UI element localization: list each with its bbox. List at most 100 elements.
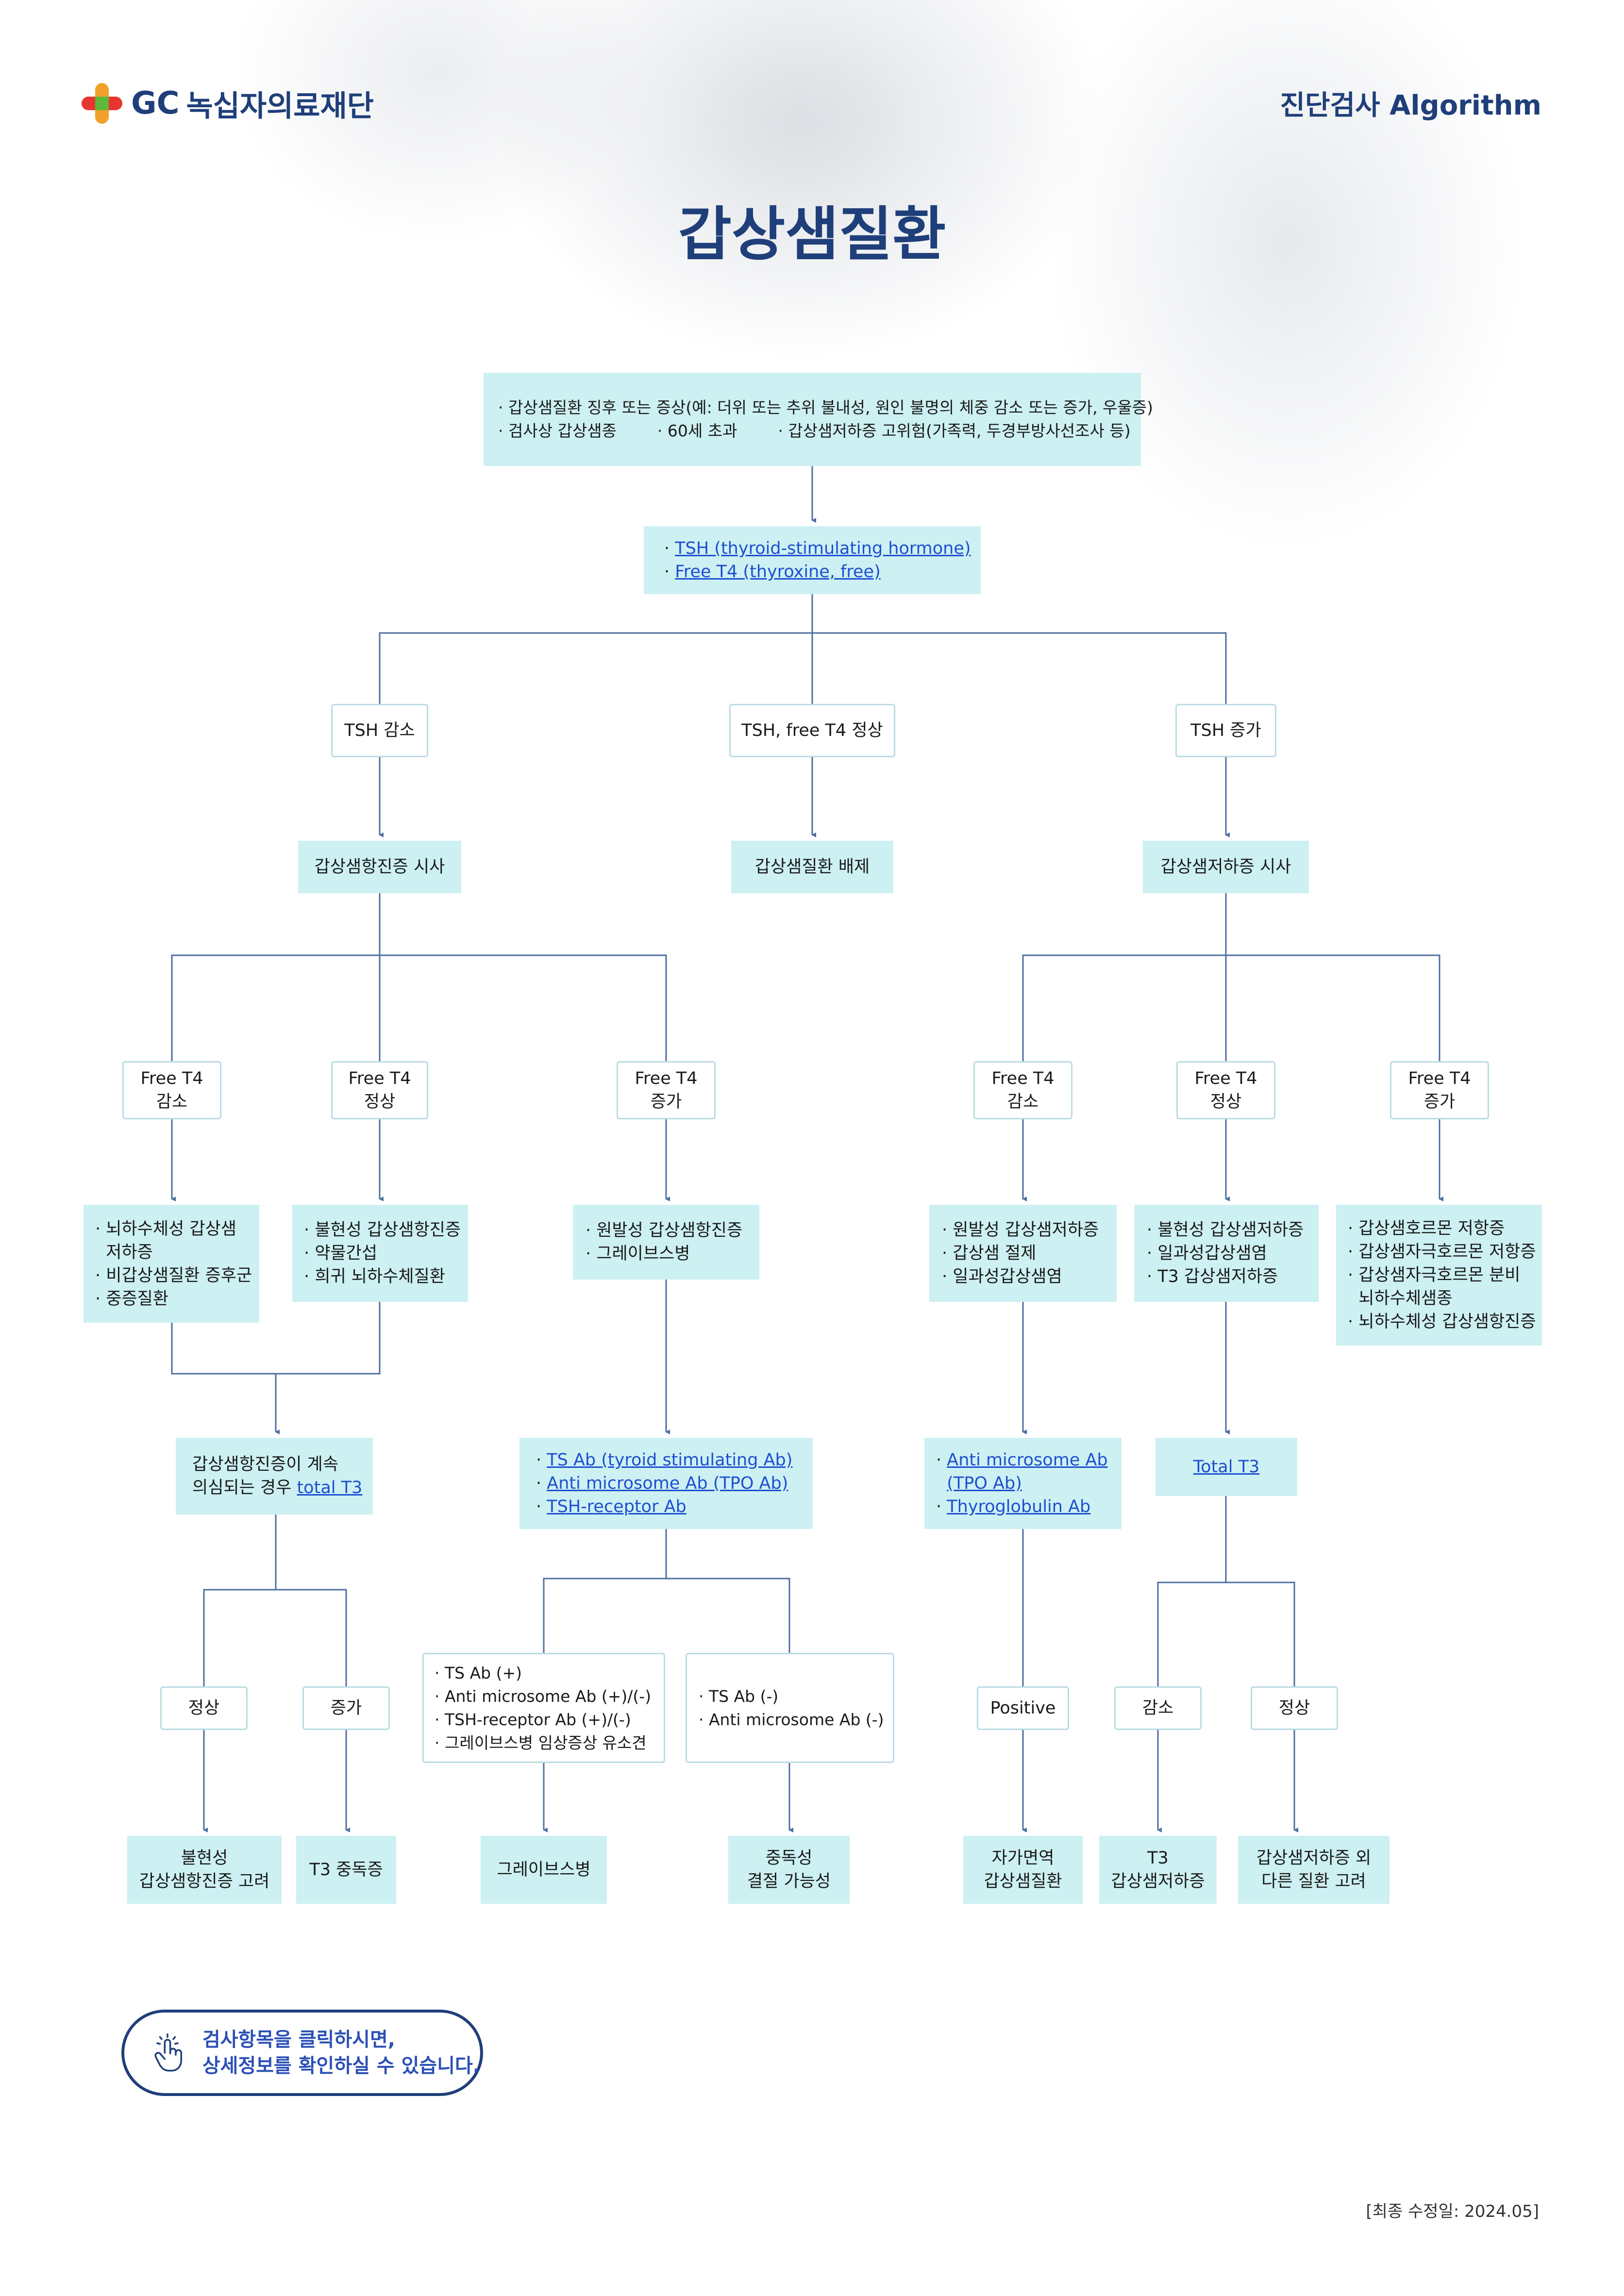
t3-low-label: 감소 bbox=[1142, 1698, 1174, 1718]
ft4-level: 증가 bbox=[1423, 1092, 1456, 1112]
anti-microsome-ab-link[interactable]: Anti microsome Ab (TPO Ab) bbox=[547, 1474, 788, 1493]
total-t3-link[interactable]: Total T3 bbox=[1193, 1457, 1260, 1477]
ab-result: · Anti microsome Ab (-) bbox=[699, 1710, 884, 1729]
dx-item: · 불현성 갑상샘항진증 bbox=[304, 1220, 461, 1240]
logo-gc: GC bbox=[131, 85, 180, 121]
dx-item: · 그레이브스병 bbox=[586, 1244, 690, 1264]
hypo-suspect-label: 갑상샘저하증 시사 bbox=[1160, 857, 1291, 877]
dx-item: · 뇌하수체성 갑상샘항진증 bbox=[1348, 1312, 1536, 1331]
dx-item: · 일과성갑상샘염 bbox=[942, 1267, 1062, 1286]
total-t3-box: Total T3 bbox=[1155, 1438, 1297, 1496]
tip-line: 검사항목을 클릭하시면, bbox=[202, 2029, 395, 2051]
positive-box: Positive bbox=[977, 1686, 1069, 1730]
tsh-normal-label: TSH, free T4 정상 bbox=[741, 721, 883, 740]
outcome-line: 결절 가능성 bbox=[747, 1872, 831, 1891]
ab-result: · 그레이브스병 임상증상 유소견 bbox=[435, 1733, 647, 1752]
ft4-level: 증가 bbox=[650, 1092, 682, 1112]
dx-item: · T3 갑상샘저하증 bbox=[1147, 1267, 1278, 1286]
ft4-level: 감소 bbox=[156, 1092, 188, 1112]
hyper-followup-box: 갑상샘항진증이 계속 의심되는 경우 total T3 bbox=[176, 1438, 373, 1514]
dx-item: · 불현성 갑상샘저하증 bbox=[1147, 1220, 1304, 1240]
ft4-label: Free T4 bbox=[1408, 1069, 1471, 1088]
pointer-hand-icon bbox=[154, 2033, 183, 2072]
dx-resistance-box: · 갑상샘호르몬 저항증 · 갑상샘자극호르몬 저항증 · 갑상샘자극호르몬 분… bbox=[1336, 1205, 1542, 1346]
dx-primary-hypo-box: · 원발성 갑상샘저하증 · 갑상샘 절제 · 일과성갑상샘염 bbox=[929, 1205, 1117, 1302]
tsh-low-box: TSH 감소 bbox=[331, 704, 428, 757]
logo: GC 녹십자의료재단 bbox=[82, 82, 374, 125]
branch-hyper bbox=[171, 954, 667, 1061]
outcome-line: 갑상샘질환 bbox=[984, 1872, 1062, 1891]
ft4-level: 정상 bbox=[1210, 1092, 1242, 1112]
outcome-line: T3 중독증 bbox=[309, 1860, 383, 1880]
positive-label: Positive bbox=[990, 1698, 1056, 1718]
test-item: (TPO Ab) bbox=[936, 1472, 1122, 1495]
last-updated: [최종 수정일: 2024.05] bbox=[1366, 2202, 1539, 2221]
ab-result: · TSH-receptor Ab (+)/(-) bbox=[435, 1710, 631, 1729]
ft4-level: 감소 bbox=[1007, 1092, 1039, 1112]
dx-item: · 뇌하수체성 갑상샘 bbox=[95, 1219, 236, 1239]
indication-line: · 검사상 갑상샘종 · 60세 초과 · 갑상샘저하증 고위험(가족력, 두경… bbox=[498, 421, 1131, 440]
ft4-low-hypo-box: Free T4 감소 bbox=[973, 1061, 1072, 1119]
hypo-suspect-box: 갑상샘저하증 시사 bbox=[1143, 841, 1309, 893]
test-item: · Free T4 (thyroxine, free) bbox=[664, 562, 881, 582]
dx-item: · 원발성 갑상샘저하증 bbox=[942, 1220, 1099, 1240]
ft4-level: 정상 bbox=[364, 1092, 396, 1112]
ft4-label: Free T4 bbox=[348, 1069, 411, 1088]
total-t3-link[interactable]: total T3 bbox=[297, 1478, 363, 1497]
ts-ab-link[interactable]: TS Ab (tyroid stimulating Ab) bbox=[547, 1450, 793, 1470]
outcome-line: 불현성 bbox=[181, 1848, 228, 1868]
outcome-line: 다른 질환 고려 bbox=[1261, 1872, 1366, 1891]
test-item: · Anti microsome Ab bbox=[936, 1450, 1108, 1470]
initial-tests-box: · TSH (thyroid-stimulating hormone) · Fr… bbox=[644, 526, 981, 594]
test-item: · Thyroglobulin Ab bbox=[936, 1497, 1091, 1516]
test-item: · TS Ab (tyroid stimulating Ab) bbox=[536, 1450, 793, 1470]
dx-item: · 갑상샘자극호르몬 분비 bbox=[1348, 1265, 1521, 1285]
dx-item: · 약물간섭 bbox=[304, 1244, 378, 1263]
section-label: 진단검사 Algorithm bbox=[1280, 90, 1541, 121]
free-t4-link[interactable]: Free T4 (thyroxine, free) bbox=[675, 562, 881, 582]
ab-result: · Anti microsome Ab (+)/(-) bbox=[435, 1686, 652, 1706]
ab-result: · TS Ab (-) bbox=[699, 1686, 779, 1706]
tip-line: 상세정보를 확인하실 수 있습니다. bbox=[202, 2055, 480, 2077]
branch-t3 bbox=[1157, 1581, 1295, 1686]
hyper-suspect-label: 갑상샘항진증 시사 bbox=[314, 857, 445, 877]
tsh-link[interactable]: TSH (thyroid-stimulating hormone) bbox=[675, 539, 971, 558]
tsh-high-box: TSH 증가 bbox=[1175, 704, 1276, 757]
anti-microsome-ab-link[interactable]: Anti microsome Ab bbox=[947, 1450, 1108, 1470]
t3-normal-box: 정상 bbox=[160, 1686, 248, 1730]
followup-line: 갑상샘항진증이 계속 bbox=[192, 1455, 338, 1474]
indication-line: · 갑상샘질환 징후 또는 증상(예: 더위 또는 추위 불내성, 원인 불명의… bbox=[498, 398, 1154, 417]
t3-high-label: 증가 bbox=[330, 1698, 362, 1718]
outcome-line: 그레이브스병 bbox=[497, 1860, 591, 1880]
tsh-receptor-ab-link[interactable]: TSH-receptor Ab bbox=[547, 1497, 686, 1516]
thyroid-excluded-box: 갑상샘질환 배제 bbox=[731, 841, 893, 893]
branch-graves bbox=[543, 1578, 790, 1653]
dx-central-hypo-box: · 뇌하수체성 갑상샘 저하증 · 비갑상샘질환 증후군 · 중증질환 bbox=[84, 1205, 259, 1323]
outcome-line: 자가면역 bbox=[991, 1848, 1055, 1868]
tsh-normal-box: TSH, free T4 정상 bbox=[729, 704, 895, 757]
outcome-line: 중독성 bbox=[765, 1848, 813, 1868]
hyper-suspect-box: 갑상샘항진증 시사 bbox=[298, 841, 461, 893]
outcome-line: 갑상샘저하증 외 bbox=[1256, 1848, 1372, 1868]
ab-result: · TS Ab (+) bbox=[435, 1663, 522, 1682]
ft4-label: Free T4 bbox=[991, 1069, 1055, 1088]
tsh-low-label: TSH 감소 bbox=[344, 721, 415, 740]
ft4-high-hypo-box: Free T4 증가 bbox=[1390, 1061, 1489, 1119]
dx-item: · 희귀 뇌하수체질환 bbox=[304, 1267, 445, 1286]
dx-item: · 중증질환 bbox=[95, 1289, 169, 1309]
thyroglobulin-ab-link[interactable]: Thyroglobulin Ab bbox=[947, 1497, 1091, 1516]
indication-box: · 갑상샘질환 징후 또는 증상(예: 더위 또는 추위 불내성, 원인 불명의… bbox=[484, 373, 1154, 466]
tpo-ab-link[interactable]: (TPO Ab) bbox=[947, 1474, 1022, 1493]
dx-item: · 비갑상샘질환 증후군 bbox=[95, 1265, 252, 1285]
ft4-normal-hyper-box: Free T4 정상 bbox=[331, 1061, 428, 1119]
dx-item: · 원발성 갑상샘항진증 bbox=[586, 1221, 743, 1240]
t3-low-box: 감소 bbox=[1114, 1686, 1202, 1730]
outcome-line: 갑상샘저하증 bbox=[1111, 1872, 1205, 1891]
branch-tsh bbox=[379, 632, 1227, 704]
t3-high-box: 증가 bbox=[302, 1686, 390, 1730]
